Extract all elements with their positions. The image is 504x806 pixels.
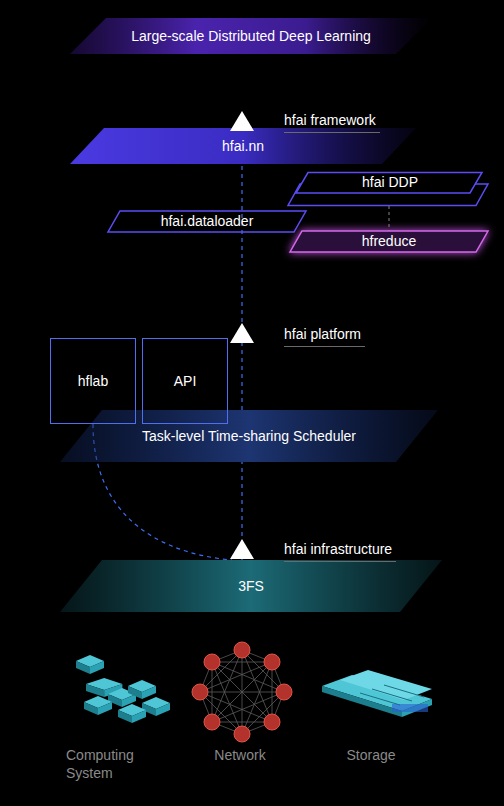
platform-box: hflab: [50, 338, 136, 424]
network-node: [234, 642, 250, 658]
node-label: Large-scale Distributed Deep Learning: [131, 28, 371, 45]
label-box: Computing System: [66, 746, 146, 782]
layer-band: hfai.nn: [70, 128, 416, 164]
component-label: Network: [214, 747, 265, 763]
node-label: hfai DDP: [362, 172, 418, 193]
compute-block: [108, 688, 136, 707]
network-nodes: [192, 642, 292, 742]
parallelogram-box: [290, 231, 488, 252]
storage-slab: [322, 686, 402, 717]
layer-band: Large-scale Distributed Deep Learning: [70, 18, 432, 54]
dashed-connector: [388, 206, 389, 231]
network-node: [204, 714, 220, 730]
node-label: hfai.dataloader: [161, 213, 254, 230]
network-node: [192, 684, 208, 700]
parallelogram-box: [108, 211, 306, 232]
node-label: hfai.nn: [222, 138, 264, 155]
parallelogram-box: [296, 173, 482, 194]
node-label: Task-level Time-sharing Scheduler: [142, 428, 356, 445]
label-box: hfai framework: [284, 111, 484, 133]
storage-slab: [402, 699, 432, 717]
storage-detail: [392, 704, 428, 712]
component-label: Computing System: [66, 747, 134, 781]
label-box: hfai infrastructure: [284, 540, 494, 562]
compute-block: [118, 704, 146, 723]
level-triangle: [230, 539, 254, 559]
label-box: hfai platform: [284, 325, 484, 347]
node-label: API: [174, 373, 197, 390]
storage-slab: [322, 675, 432, 711]
label-box: Network: [190, 746, 290, 764]
network-node: [276, 684, 292, 700]
node-label: hfreduce: [362, 233, 416, 250]
band-shape: [70, 18, 432, 54]
compute-block: [76, 655, 104, 674]
dashed-connector: [241, 164, 242, 410]
component-label: Storage: [346, 747, 395, 763]
level-label: hfai infrastructure: [284, 540, 396, 562]
node-label: hflab: [78, 373, 108, 390]
level-label: hfai framework: [284, 111, 380, 133]
layer-band: hfai.dataloader: [108, 211, 306, 232]
network-node: [264, 654, 280, 670]
level-label: hfai platform: [284, 325, 365, 347]
platform-box: API: [142, 338, 228, 424]
compute-block: [128, 680, 156, 699]
network-node: [234, 726, 250, 742]
network-node: [264, 714, 280, 730]
compute-block: [142, 697, 170, 716]
label-box: Storage: [321, 746, 421, 764]
compute-block: [86, 678, 122, 697]
network-mesh: [200, 650, 284, 734]
layer-band: hfai DDP: [288, 172, 488, 206]
layer-band: 3FS: [60, 560, 442, 612]
layer-band: Task-level Time-sharing Scheduler: [60, 410, 438, 462]
storage-ridge: [360, 685, 424, 705]
storage-slab: [340, 670, 432, 700]
band-shape: [60, 410, 438, 462]
level-triangle: [230, 323, 254, 343]
dashed-connector: [241, 462, 242, 560]
node-label: 3FS: [238, 578, 264, 595]
network-node: [204, 654, 220, 670]
band-shape: [60, 560, 442, 612]
layer-band: hfreduce: [290, 231, 488, 252]
compute-block: [84, 696, 112, 715]
band-shape: [70, 128, 416, 164]
